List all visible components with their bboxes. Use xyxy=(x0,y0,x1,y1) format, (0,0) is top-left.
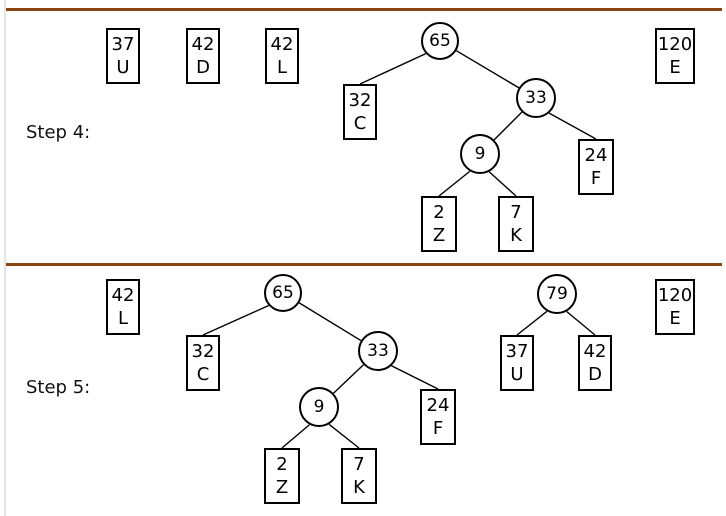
leaf-symbol: Z xyxy=(275,477,289,498)
leaf-7-k: 7 K xyxy=(498,196,534,252)
leaf-120-e: 120 E xyxy=(655,28,695,84)
edge-s4-n33-s4-n9 xyxy=(493,111,523,141)
edge-s5-n79-s5-37u xyxy=(516,310,548,336)
edge-s5-n65-s5-32c xyxy=(202,304,269,336)
leaf-symbol: U xyxy=(116,57,130,78)
edge-s5-n33-s5-24f xyxy=(391,365,439,390)
edge-s5-n79-s5-42d xyxy=(566,310,596,336)
leaf-weight: 24 xyxy=(584,145,608,166)
leaf-symbol: Z xyxy=(432,225,446,246)
leaf-weight: 24 xyxy=(426,395,450,416)
leaf-symbol: D xyxy=(588,364,602,385)
leaf-weight: 37 xyxy=(111,34,135,55)
leaf-weight: 7 xyxy=(353,454,365,475)
internal-node-9: 9 xyxy=(460,134,500,174)
leaf-weight: 120 xyxy=(657,285,693,306)
leaf-symbol: F xyxy=(432,418,444,439)
leaf-weight: 42 xyxy=(270,34,294,55)
edge-s4-n33-s4-24f xyxy=(548,112,597,140)
internal-node-33: 33 xyxy=(358,331,398,371)
leaf-weight: 42 xyxy=(191,34,215,55)
edge-s4-n65-s4-n33 xyxy=(455,50,520,89)
leaf-weight: 37 xyxy=(505,341,529,362)
internal-node-33: 33 xyxy=(516,78,556,118)
leaf-symbol: K xyxy=(353,477,365,498)
leaf-symbol: U xyxy=(510,364,524,385)
leaf-symbol: E xyxy=(669,308,681,329)
edge-s5-n65-s5-n33 xyxy=(298,302,362,342)
leaf-weight: 32 xyxy=(191,341,215,362)
leaf-symbol: D xyxy=(196,57,210,78)
leaf-symbol: E xyxy=(669,57,681,78)
leaf-symbol: K xyxy=(510,225,522,246)
leaf-weight: 32 xyxy=(348,90,372,111)
edge-s4-n9-s4-2z xyxy=(438,170,471,197)
leaf-weight: 120 xyxy=(657,34,693,55)
edge-s4-n9-s4-7k xyxy=(488,171,517,197)
leaf-symbol: L xyxy=(276,57,288,78)
leaf-symbol: C xyxy=(196,364,210,385)
leaf-weight: 2 xyxy=(276,454,288,475)
step-4-label: Step 4: xyxy=(26,122,91,143)
edge-s5-n9-s5-7k xyxy=(328,423,360,449)
left-border xyxy=(4,0,6,516)
leaf-42-l: 42 L xyxy=(106,279,140,335)
internal-node-79: 79 xyxy=(537,274,577,314)
leaf-2-z: 2 Z xyxy=(264,448,300,504)
leaf-24-f: 24 F xyxy=(420,389,456,445)
divider-middle xyxy=(6,263,722,266)
leaf-weight: 42 xyxy=(583,341,607,362)
leaf-32-c: 32 C xyxy=(186,335,220,391)
leaf-weight: 42 xyxy=(111,285,135,306)
internal-node-9: 9 xyxy=(299,387,339,427)
leaf-42-d: 42 D xyxy=(578,335,612,391)
leaf-42-d: 42 D xyxy=(186,28,220,84)
leaf-2-z: 2 Z xyxy=(421,196,457,252)
leaf-37-u: 37 U xyxy=(500,335,534,391)
leaf-weight: 7 xyxy=(510,202,522,223)
leaf-symbol: C xyxy=(353,113,367,134)
internal-node-65: 65 xyxy=(264,274,302,312)
leaf-120-e: 120 E xyxy=(655,279,695,335)
divider-top xyxy=(6,8,722,11)
leaf-37-u: 37 U xyxy=(106,28,140,84)
leaf-32-c: 32 C xyxy=(343,84,377,140)
leaf-7-k: 7 K xyxy=(341,448,377,504)
leaf-42-l: 42 L xyxy=(265,28,299,84)
edge-s5-n9-s5-2z xyxy=(281,424,311,449)
leaf-symbol: L xyxy=(117,308,129,329)
internal-node-65: 65 xyxy=(421,22,459,60)
edge-s5-n33-s5-n9 xyxy=(333,364,364,394)
leaf-symbol: F xyxy=(590,168,602,189)
leaf-24-f: 24 F xyxy=(578,139,614,195)
step-5-label: Step 5: xyxy=(26,377,91,398)
edge-s4-n65-s4-32c xyxy=(359,52,427,85)
leaf-weight: 2 xyxy=(433,202,445,223)
